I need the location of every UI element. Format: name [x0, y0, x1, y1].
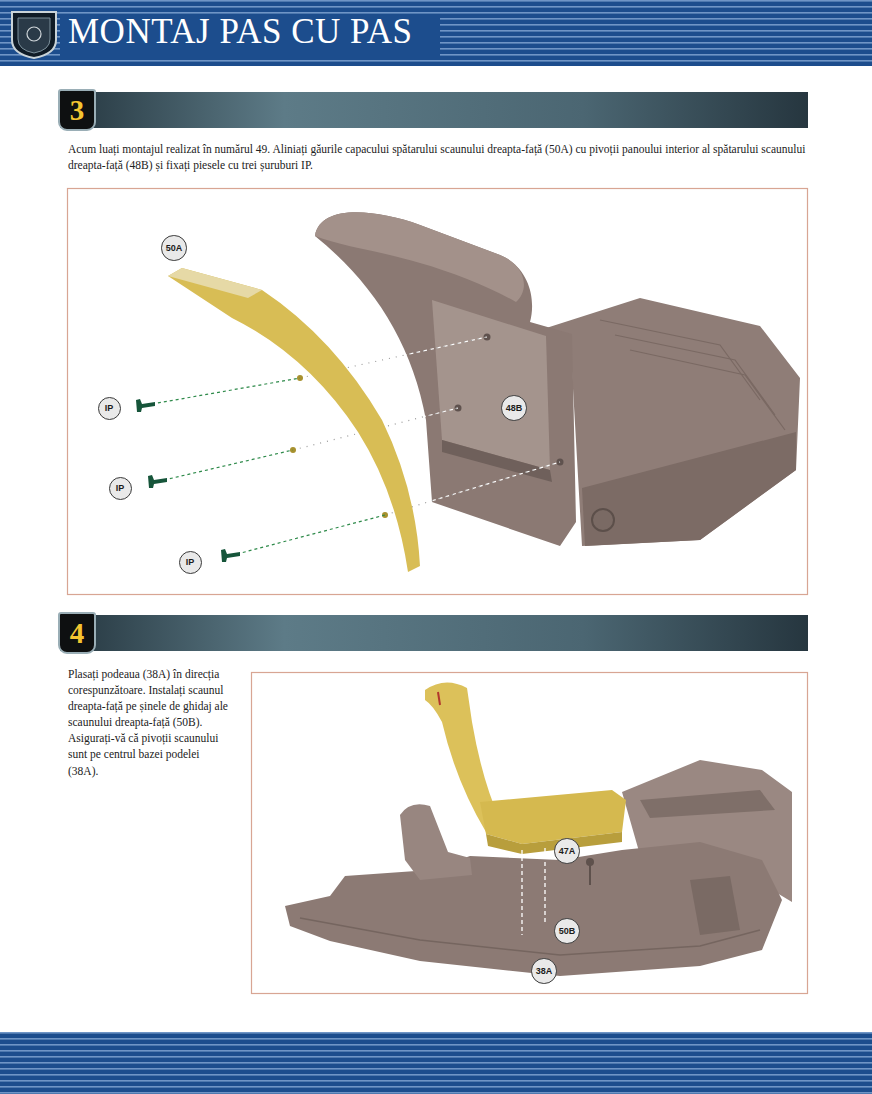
illustration-part — [400, 804, 472, 880]
illustration-part — [285, 842, 782, 976]
illustration-part — [600, 320, 760, 400]
illustration-part — [690, 876, 740, 935]
illustration-part — [586, 858, 594, 866]
page-title: MONTAJ PAS CU PAS — [68, 12, 413, 52]
illustration-part — [630, 350, 785, 430]
illustration-part — [18, 18, 50, 53]
illustration-part — [521, 850, 522, 935]
illustration-part — [300, 918, 760, 955]
illustration-panel — [252, 673, 808, 994]
step-number: 4 — [58, 612, 96, 654]
illustration-part — [582, 432, 796, 546]
illustration-part — [640, 790, 775, 818]
callout-text: 48B — [506, 403, 523, 413]
callout-number: IP — [109, 477, 132, 500]
instruction-text: Plasați podeaua (38A) în direcția coresp… — [68, 666, 228, 779]
illustration-part — [540, 298, 800, 546]
illustration-part — [600, 320, 785, 430]
illustration-part — [438, 692, 440, 705]
step-band — [60, 92, 808, 128]
floor-illustration — [285, 760, 792, 976]
screw-leader — [152, 378, 385, 554]
callout-text: 38A — [536, 966, 553, 976]
illustration-part — [442, 440, 552, 482]
screw-symbol — [136, 399, 240, 562]
illustration-part — [168, 268, 420, 572]
callout-text: 50A — [166, 243, 183, 253]
callout-number: 38A — [531, 958, 557, 984]
callout-text: 50B — [559, 926, 576, 936]
leader-lines — [522, 848, 545, 935]
callout-text: IP — [105, 403, 114, 413]
illustration-part — [136, 399, 155, 412]
callout-number: 50A — [161, 235, 187, 261]
callout-text: 47A — [559, 846, 576, 856]
illustration-panel — [68, 189, 808, 595]
illustration-part — [152, 378, 300, 404]
illustration-part — [544, 848, 545, 925]
seat-illustration — [315, 212, 800, 546]
illustration-part — [237, 515, 385, 554]
callout-text: IP — [116, 483, 125, 493]
callout-number: 50B — [554, 918, 580, 944]
illustration-part — [592, 509, 614, 531]
illustration-part — [589, 865, 591, 885]
illustration-part — [615, 335, 775, 415]
step-number-text: 4 — [70, 617, 85, 650]
callout-number: IP — [179, 551, 202, 574]
step-band — [60, 615, 808, 651]
illustration-part — [168, 268, 262, 298]
illustration-part — [315, 212, 524, 302]
front-seat-yellow — [425, 682, 626, 854]
illustration-part — [27, 27, 41, 41]
illustration-part — [148, 475, 167, 488]
illustration-part — [221, 549, 240, 562]
callout-number: 47A — [554, 838, 580, 864]
callout-text: IP — [186, 557, 195, 567]
instruction-text: Acum luați montajul realizat în numărul … — [68, 141, 808, 173]
step-number: 3 — [58, 89, 96, 131]
illustration-part — [164, 450, 293, 480]
seat-back-cover — [168, 268, 420, 572]
step-number-text: 3 — [70, 94, 85, 127]
footer-band — [0, 1032, 872, 1094]
callout-number: 48B — [501, 395, 527, 421]
header-band — [0, 0, 872, 66]
logo-shield — [12, 12, 56, 58]
callout-number: IP — [98, 397, 121, 420]
illustration-part — [12, 12, 56, 58]
